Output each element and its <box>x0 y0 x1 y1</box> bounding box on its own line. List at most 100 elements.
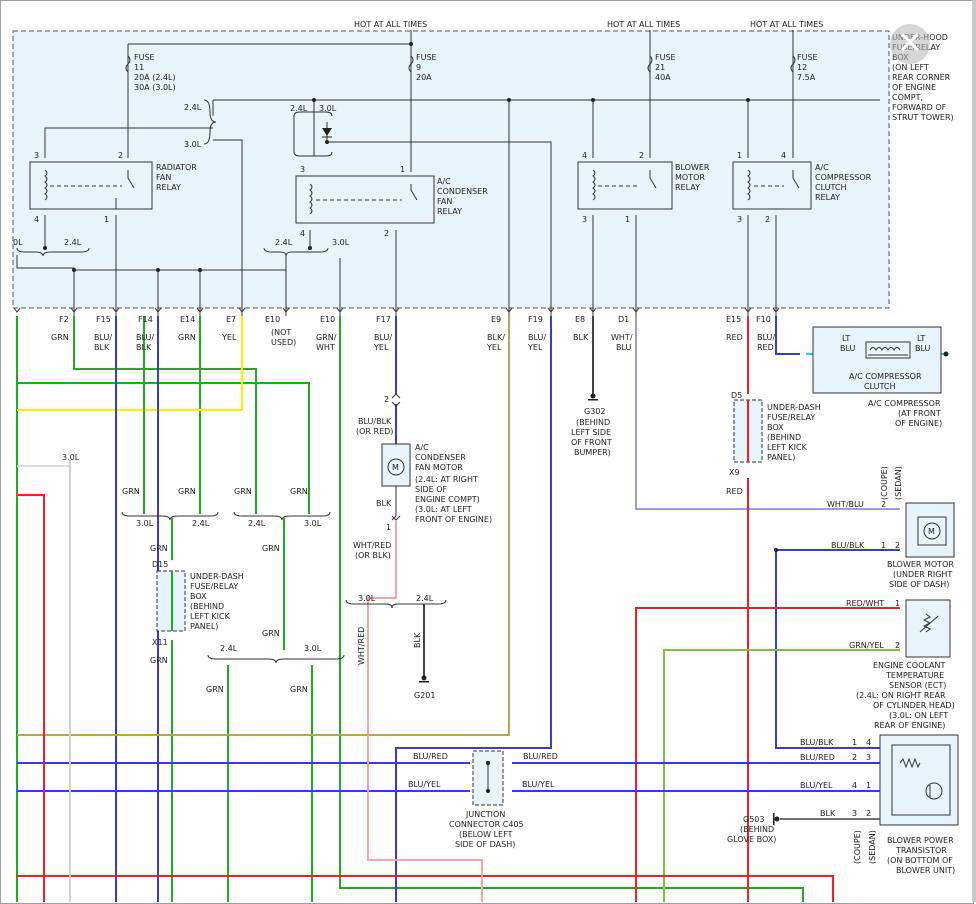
svg-text:RELAY: RELAY <box>437 207 462 216</box>
svg-text:FUSE/RELAY: FUSE/RELAY <box>767 413 815 422</box>
svg-text:2: 2 <box>639 151 644 160</box>
svg-text:REAR OF ENGINE): REAR OF ENGINE) <box>874 721 945 730</box>
fuse-symbols <box>125 55 796 73</box>
svg-text:F2: F2 <box>59 315 69 324</box>
engine-tag: 2.4L <box>220 644 238 653</box>
svg-text:E14: E14 <box>180 315 195 324</box>
hot-label: HOT AT ALL TIMES <box>354 20 427 29</box>
svg-text:(BELOW LEFT: (BELOW LEFT <box>459 830 513 839</box>
svg-text:20A: 20A <box>416 73 432 82</box>
grn-label: GRN <box>206 685 224 694</box>
svg-text:BLU: BLU <box>840 344 856 353</box>
svg-text:BLU/: BLU/ <box>94 333 112 342</box>
svg-text:BLOWER: BLOWER <box>675 163 710 172</box>
svg-text:FAN: FAN <box>437 197 452 206</box>
fuse-label-11: FUSE 11 20A (2.4L) 30A (3.0L) <box>134 53 176 92</box>
svg-text:X9: X9 <box>729 468 740 477</box>
svg-text:E10: E10 <box>265 315 280 324</box>
junction-labels: BLU/RED BLU/RED BLU/YEL BLU/YEL JUNCTION… <box>408 752 558 849</box>
svg-text:E15: E15 <box>726 315 741 324</box>
svg-text:1: 1 <box>737 151 742 160</box>
diode-icon <box>322 128 332 136</box>
svg-text:G201: G201 <box>414 691 435 700</box>
engine-tag: 3.0L <box>332 238 350 247</box>
svg-text:YEL: YEL <box>221 333 237 342</box>
svg-text:GRN: GRN <box>234 487 252 496</box>
svg-text:ENGINE COOLANT: ENGINE COOLANT <box>873 661 945 670</box>
svg-text:FAN: FAN <box>156 173 171 182</box>
svg-text:2: 2 <box>895 541 900 550</box>
blower-motor-labels: WHT/BLU 2 BLU/BLK 1 2 BLOWER MOTOR (UNDE… <box>827 500 954 589</box>
svg-text:FRONT OF ENGINE): FRONT OF ENGINE) <box>415 515 492 524</box>
svg-text:(3.0L: ON LEFT: (3.0L: ON LEFT <box>889 711 948 720</box>
svg-text:BLU/: BLU/ <box>528 333 546 342</box>
svg-text:GRN: GRN <box>150 544 168 553</box>
close-button[interactable]: ✕ <box>890 24 930 64</box>
grn-labels: GRN GRN GRN GRN 3.0L 2.4L 2.4L 3.0L <box>122 487 322 528</box>
g302-label: G302 (BEHIND LEFT SIDE OF FRONT BUMPER) <box>571 407 612 457</box>
underdash-box-left <box>156 570 186 632</box>
relay-blower-motor <box>577 161 673 210</box>
svg-text:(OR BLK): (OR BLK) <box>355 551 391 560</box>
grn-label: GRN <box>262 544 280 553</box>
svg-text:LT: LT <box>917 334 925 343</box>
engine-tag: 0L <box>13 238 23 247</box>
svg-text:BLU/BLK: BLU/BLK <box>358 417 392 426</box>
svg-text:GRN: GRN <box>122 487 140 496</box>
svg-text:3: 3 <box>300 165 305 174</box>
svg-text:CLUTCH: CLUTCH <box>815 183 847 192</box>
svg-text:SIDE OF DASH): SIDE OF DASH) <box>889 580 949 589</box>
svg-text:G503: G503 <box>743 815 764 824</box>
fuse-label-9: FUSE 9 20A <box>416 53 437 82</box>
svg-text:RED: RED <box>726 487 743 496</box>
engine-tag: 2.4L <box>275 238 293 247</box>
scrollbar[interactable] <box>972 0 976 902</box>
svg-text:BLK/: BLK/ <box>487 333 505 342</box>
svg-text:GRN/YEL: GRN/YEL <box>849 641 884 650</box>
svg-text:BLK: BLK <box>376 499 392 508</box>
engine-tag: 2.4L <box>290 104 308 113</box>
svg-text:4: 4 <box>34 215 39 224</box>
svg-text:D15: D15 <box>152 560 168 569</box>
harness-wires <box>16 316 944 902</box>
underdash-box-right <box>733 399 763 463</box>
svg-text:M: M <box>392 463 399 472</box>
svg-text:3: 3 <box>852 809 857 818</box>
svg-text:RELAY: RELAY <box>675 183 700 192</box>
svg-text:BLK: BLK <box>573 333 589 342</box>
svg-text:2: 2 <box>881 500 886 509</box>
svg-text:1: 1 <box>895 599 900 608</box>
engine-tag: 2.4L <box>64 238 82 247</box>
svg-text:30A (3.0L): 30A (3.0L) <box>134 83 176 92</box>
svg-text:LT: LT <box>842 334 850 343</box>
svg-text:BLU/YEL: BLU/YEL <box>522 780 555 789</box>
svg-text:G302: G302 <box>584 407 605 416</box>
svg-text:WHT: WHT <box>316 343 335 352</box>
svg-text:7.5A: 7.5A <box>797 73 816 82</box>
svg-text:STRUT TOWER): STRUT TOWER) <box>892 113 954 122</box>
svg-text:BOX: BOX <box>767 423 784 432</box>
svg-text:BLOWER MOTOR: BLOWER MOTOR <box>887 560 954 569</box>
svg-text:F10: F10 <box>756 315 771 324</box>
svg-text:OF CYLINDER HEAD): OF CYLINDER HEAD) <box>873 701 955 710</box>
svg-text:FUSE: FUSE <box>416 53 437 62</box>
svg-text:GRN: GRN <box>178 487 196 496</box>
engine-tag: 2.4L <box>184 103 202 112</box>
svg-text:(ON LEFT: (ON LEFT <box>892 63 929 72</box>
svg-text:(UNDER RIGHT: (UNDER RIGHT <box>893 570 952 579</box>
svg-text:2: 2 <box>852 753 857 762</box>
svg-text:F14: F14 <box>138 315 153 324</box>
svg-text:BLU/RED: BLU/RED <box>800 753 835 762</box>
svg-text:BLU/RED: BLU/RED <box>523 752 558 761</box>
svg-text:A/C: A/C <box>815 163 829 172</box>
svg-text:2.4L: 2.4L <box>248 519 266 528</box>
svg-text:4: 4 <box>781 151 786 160</box>
svg-text:FAN MOTOR: FAN MOTOR <box>415 463 463 472</box>
junction-connector-c405 <box>472 750 504 806</box>
left-3l-tag: 3.0L <box>62 453 80 462</box>
svg-text:20A (2.4L): 20A (2.4L) <box>134 73 176 82</box>
engine-tag: 3.0L <box>319 104 337 113</box>
relay-label-radiator: RADIATOR FAN RELAY 3 2 4 1 <box>34 151 197 224</box>
svg-text:X11: X11 <box>152 638 168 647</box>
svg-text:D1: D1 <box>618 315 629 324</box>
